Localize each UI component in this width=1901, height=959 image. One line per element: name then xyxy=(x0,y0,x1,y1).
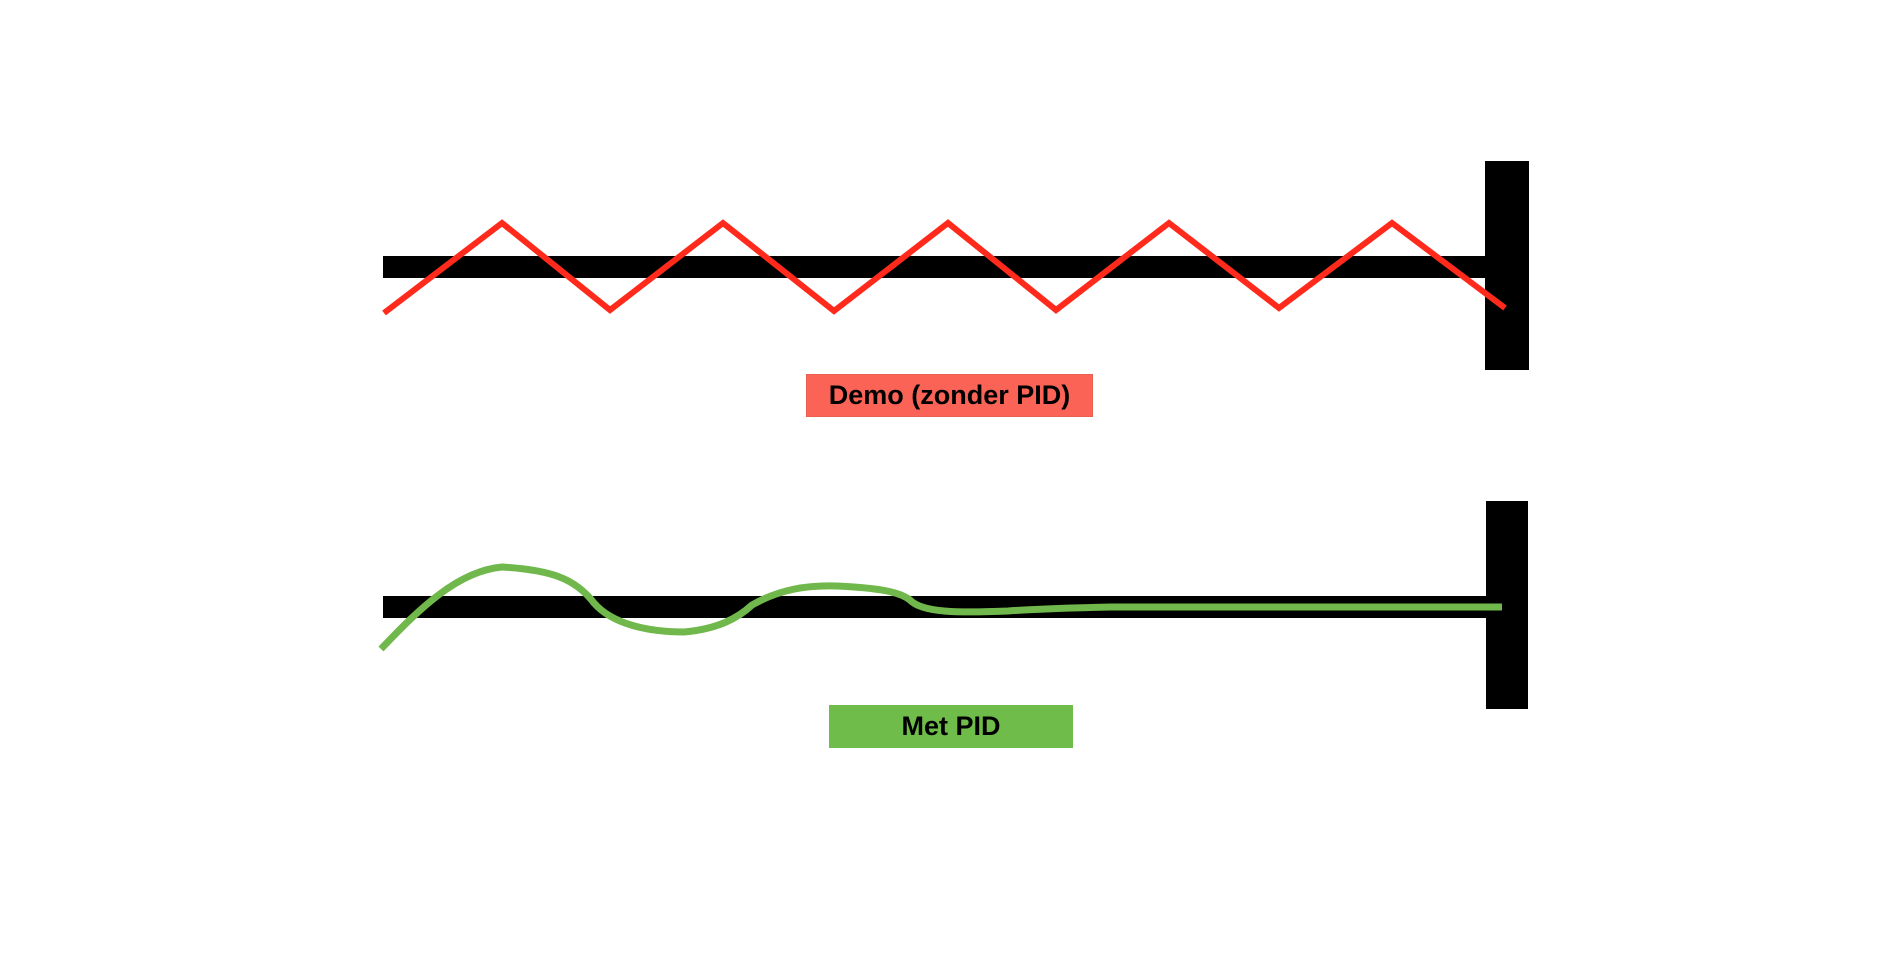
panel-with-pid xyxy=(378,501,1528,709)
label-without-pid: Demo (zonder PID) xyxy=(806,374,1093,417)
damped-line-with-pid xyxy=(378,563,1502,652)
panel-without-pid xyxy=(382,161,1529,370)
label-with-pid: Met PID xyxy=(829,705,1073,748)
oscillation-line-without-pid xyxy=(382,219,1507,316)
wall-block-top xyxy=(1485,161,1529,370)
